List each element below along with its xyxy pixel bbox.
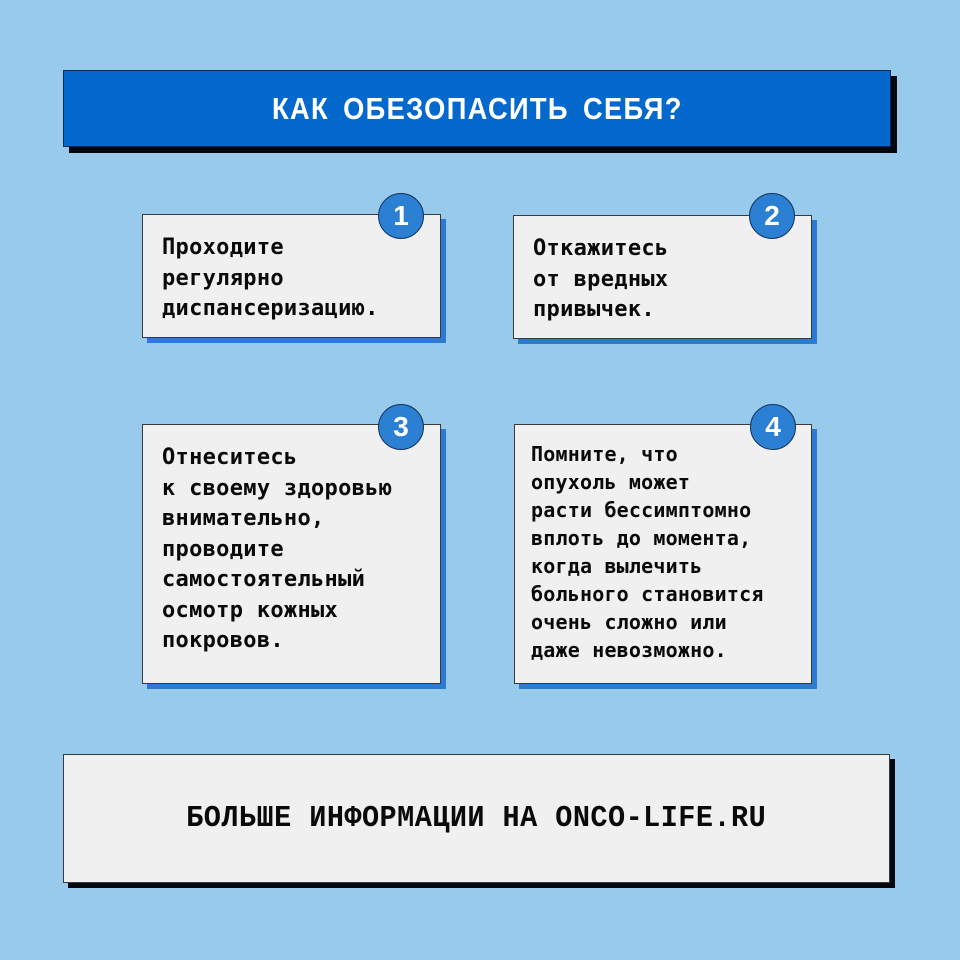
tip-text: Откажитесь от вредных привычек. bbox=[533, 236, 669, 322]
tip-card-4: Помните, что опухоль может расти бессимп… bbox=[514, 424, 812, 684]
number-badge-4: 4 bbox=[750, 404, 796, 450]
number-badge-2: 2 bbox=[749, 193, 795, 239]
tip-text: Проходите регулярно диспансеризацию. bbox=[162, 235, 379, 321]
number-badge-1: 1 bbox=[378, 193, 424, 239]
info-banner: БОЛЬШЕ ИНФОРМАЦИИ НА ONCO-LIFE.RU bbox=[63, 754, 890, 883]
page-title: КАК ОБЕЗОПАСИТЬ СЕБЯ? bbox=[271, 90, 683, 126]
tip-text: Помните, что опухоль может расти бессимп… bbox=[531, 442, 764, 662]
website-link-text: БОЛЬШЕ ИНФОРМАЦИИ НА ONCO-LIFE.RU bbox=[186, 801, 767, 836]
tip-card-3: Отнеситесь к своему здоровью внимательно… bbox=[142, 424, 441, 684]
number-badge-3: 3 bbox=[378, 404, 424, 450]
tip-text: Отнеситесь к своему здоровью внимательно… bbox=[162, 445, 393, 653]
title-banner: КАК ОБЕЗОПАСИТЬ СЕБЯ? bbox=[63, 70, 891, 147]
